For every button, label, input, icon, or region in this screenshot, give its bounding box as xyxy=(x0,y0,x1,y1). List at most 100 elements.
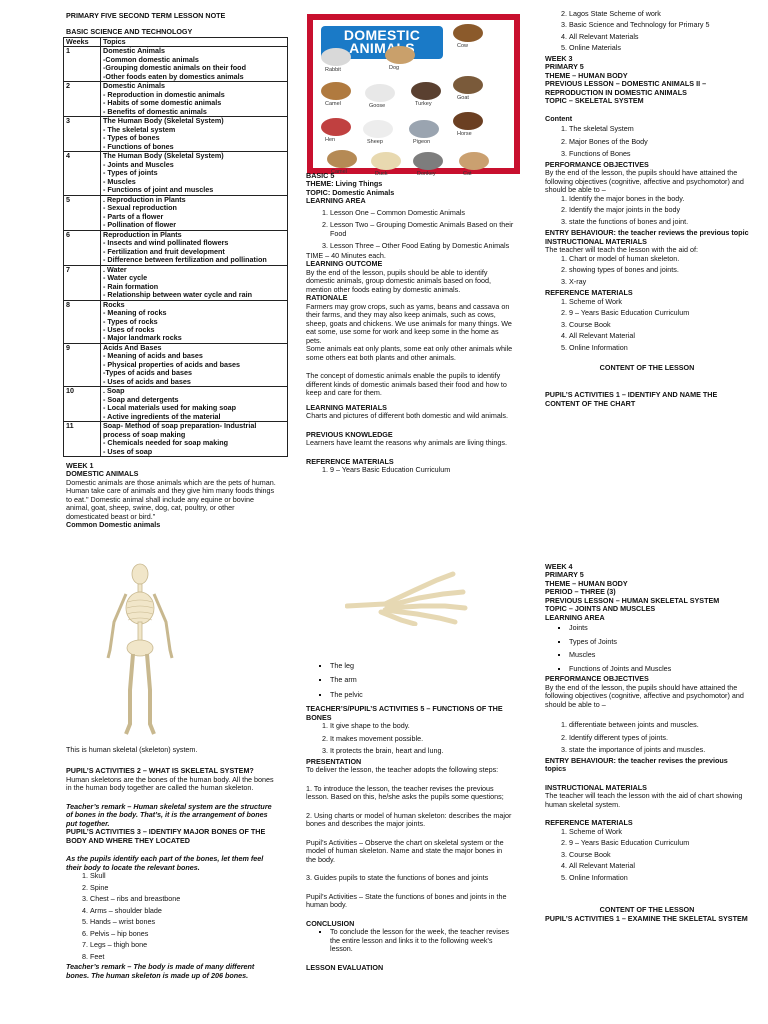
bone-item: Skull xyxy=(90,871,278,880)
lesson-evaluation-heading: LESSON EVALUATION xyxy=(306,962,384,972)
week-cell: 2 xyxy=(63,81,101,118)
topics-cell: The Human Body (Skeletal System)- Joints… xyxy=(100,151,288,196)
animal-label: Goat xyxy=(457,95,469,101)
animal-picture xyxy=(327,150,357,168)
topics-cell: Domestic Animals- Reproduction in domest… xyxy=(100,81,288,118)
domestic-animals-lesson-plan: BASIC 5 THEME: Living Things TOPIC: Dome… xyxy=(306,171,514,475)
topic-line: . Reproduction in Plants xyxy=(103,194,186,204)
table-row: 10. Soap- Soap and detergents- Local mat… xyxy=(63,386,288,423)
bullet-item: The pelvic xyxy=(330,690,514,699)
animal-picture xyxy=(321,82,351,100)
instructional-materials: The teacher will teach the lesson with t… xyxy=(545,791,743,809)
week-cell: 9 xyxy=(63,342,101,388)
week1-topic: DOMESTIC ANIMALS xyxy=(66,469,139,479)
animal-label: Goose xyxy=(369,103,386,109)
pupils-activities-3-heading: PUPIL’S ACTIVITIES 3 – IDENTIFY MAJOR BO… xyxy=(66,827,266,845)
topics-cell: Soap- Method of soap preparation- Indust… xyxy=(100,421,288,458)
animal-picture xyxy=(321,118,351,136)
animal-picture xyxy=(385,46,415,64)
topic-line: - Fertilization and fruit development xyxy=(103,246,225,256)
presentation-step: 1. To introduce the lesson, the teacher … xyxy=(306,783,504,802)
topic-line: The Human Body (Skeletal System) xyxy=(103,116,224,126)
conclusion-heading: CONCLUSION xyxy=(306,918,355,928)
animal-picture xyxy=(365,84,395,102)
week-cell: 1 xyxy=(63,46,101,83)
week1-text: Domestic animals are those animals which… xyxy=(66,477,276,521)
instructional-materials-heading: INSTRUCTIONAL MATERIALS xyxy=(545,782,647,792)
week3-lesson-plan: Lagos State Scheme of work Basic Science… xyxy=(545,9,749,408)
topic-line: . Soap xyxy=(103,386,125,396)
previous-lesson: PREVIOUS LESSON – HUMAN SKELETAL SYSTEM xyxy=(545,595,720,605)
topic-line: - Insects and wind pollinated flowers xyxy=(103,238,229,248)
skeletal-system-section: This is human skeletal (skeleton) system… xyxy=(66,745,278,980)
pupils-activities-1: PUPIL’S ACTIVITIES 1 – IDENTIFY AND NAME… xyxy=(545,390,718,408)
topic-line: - Soap and detergents xyxy=(103,394,179,404)
rationale-paragraph: Farmers may grow crops, such as yams, be… xyxy=(306,301,512,345)
topic-line: Acids And Bases xyxy=(103,342,162,352)
table-row: 7. Water- Water cycle- Rain formation- R… xyxy=(63,264,288,301)
animal-label: Sheep xyxy=(367,139,383,145)
topics-cell: The Human Body (Skeletal System)- The sk… xyxy=(100,116,288,153)
animal-label: Camel xyxy=(331,169,347,175)
learning-materials: Charts and pictures of different both do… xyxy=(306,411,509,421)
reference-materials-heading: REFERENCE MATERIALS xyxy=(545,818,633,828)
topic-line: -Grouping domestic animals on their food xyxy=(103,63,246,73)
topic-line: - Rain formation xyxy=(103,281,159,291)
material-item: Chart or model of human skeleton. xyxy=(569,254,749,263)
reference-item: All Relevant Material xyxy=(569,861,749,870)
animal-picture xyxy=(321,48,351,66)
learning-area-item: Muscles xyxy=(569,650,749,659)
bone-item: Spine xyxy=(90,883,278,892)
topic-line: - Joints and Muscles xyxy=(103,159,174,169)
bone-item: Pelvis – hip bones xyxy=(90,929,278,938)
table-row: 5. Reproduction in Plants- Sexual reprod… xyxy=(63,194,288,231)
week4-lesson-plan: WEEK 4 PRIMARY 5 THEME – HUMAN BODY PERI… xyxy=(545,562,749,923)
animal-label: Duck xyxy=(375,171,388,177)
reference-item: Online Information xyxy=(569,343,749,352)
topic-line: . Water xyxy=(103,264,127,274)
learning-outcome-heading: LEARNING OUTCOME xyxy=(306,259,383,269)
performance-objectives-heading: PERFORMANCE OBJECTIVES xyxy=(545,674,649,684)
reference-item: All Relevant Materials xyxy=(569,32,749,41)
animal-picture xyxy=(459,152,489,170)
topic-line: - Pollination of flower xyxy=(103,220,177,230)
learning-area-heading: LEARNING AREA xyxy=(306,196,366,206)
material-item: X-ray xyxy=(569,277,749,286)
topic-line: - Uses of soap xyxy=(103,446,153,456)
bullet-item: The arm xyxy=(330,675,514,684)
reference-item: Course Book xyxy=(569,850,749,859)
instructional-materials-heading: INSTRUCTIONAL MATERIALS xyxy=(545,236,647,246)
bone-item: Arms – shoulder blade xyxy=(90,906,278,915)
teachers-remark: Teacher’s remark – Human skeletal system… xyxy=(66,801,272,828)
topic-line: - Difference between fertilization and p… xyxy=(103,255,267,265)
topic-line: - Relationship between water cycle and r… xyxy=(103,290,252,300)
topic-line: - The skeletal system xyxy=(103,124,176,134)
skeleton-icon xyxy=(106,563,174,735)
rationale-paragraph: Some animals eat only plants, some eat o… xyxy=(306,344,513,362)
content-item: Functions of Bones xyxy=(569,149,749,158)
activities-5-heading: TEACHER’S/PUPIL’S ACTIVITIES 5 – FUNCTIO… xyxy=(306,704,503,722)
teachers-remark: Teacher’s remark – The body is made of m… xyxy=(66,962,255,980)
learning-area-heading: LEARNING AREA xyxy=(545,612,605,622)
primary-level: PRIMARY 5 xyxy=(545,62,584,72)
objective-item: Identify the major joints in the body xyxy=(569,205,749,214)
function-item: It give shape to the body. xyxy=(330,721,514,730)
learning-area-item: Lesson One – Common Domestic Animals xyxy=(330,208,514,217)
content-item: The skeletal System xyxy=(569,124,749,133)
hand-bones-icon xyxy=(344,571,468,627)
week-cell: 6 xyxy=(63,229,101,266)
material-item: showing types of bones and joints. xyxy=(569,265,749,274)
topic: TOPIC – JOINTS AND MUSCLES xyxy=(545,604,656,614)
week4-heading: WEEK 4 xyxy=(545,562,573,571)
topic-line: Domestic Animals xyxy=(103,81,166,91)
content-of-lesson-heading: CONTENT OF THE LESSON xyxy=(599,905,695,915)
reference-item: Course Book xyxy=(569,320,749,329)
learning-area-item: Lesson Three – Other Food Eating by Dome… xyxy=(330,241,514,250)
topic-line: - Uses of acids and bases xyxy=(103,376,191,386)
